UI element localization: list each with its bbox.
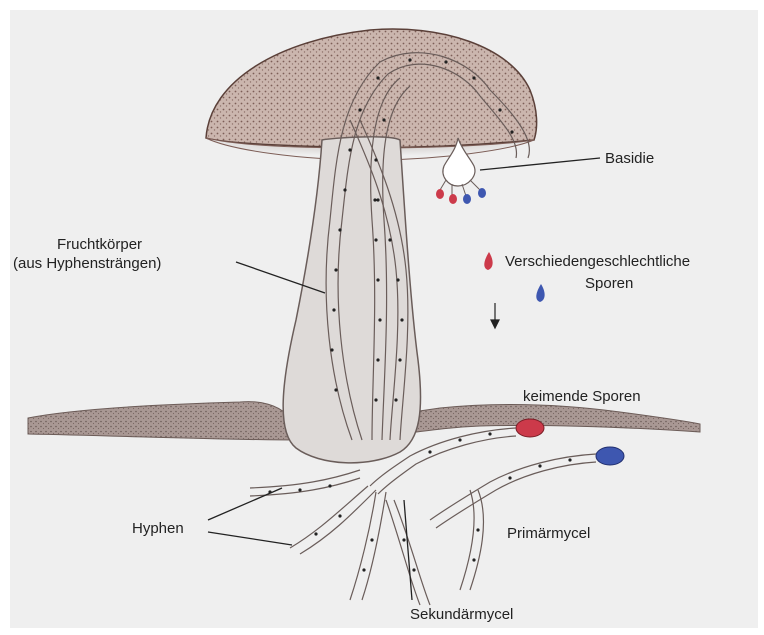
- label-keimende-sporen: keimende Sporen: [523, 388, 641, 406]
- label-sporen: Sporen: [585, 275, 633, 293]
- label-primaermycel: Primärmycel: [507, 525, 590, 543]
- germinating-spore-blue: [596, 447, 624, 465]
- label-fruchtkoerper-detail: (aus Hyphensträngen): [13, 255, 161, 273]
- label-fruchtkoerper: Fruchtkörper: [57, 236, 142, 254]
- underground-mycelium: [250, 428, 596, 605]
- mushroom-cap: [206, 29, 537, 148]
- basidiospores: [436, 188, 486, 204]
- mushroom-stem: [283, 137, 420, 463]
- label-sekundaermycel: Sekundärmycel: [410, 606, 513, 624]
- blue-spore-icon: [536, 284, 544, 302]
- down-arrow-icon: [491, 303, 499, 328]
- germinating-spore-red: [516, 419, 544, 437]
- label-hyphen: Hyphen: [132, 520, 184, 538]
- red-spore-icon: [484, 252, 492, 270]
- label-basidie: Basidie: [605, 150, 654, 168]
- label-verschiedengeschlechtliche: Verschiedengeschlechtliche: [505, 253, 690, 271]
